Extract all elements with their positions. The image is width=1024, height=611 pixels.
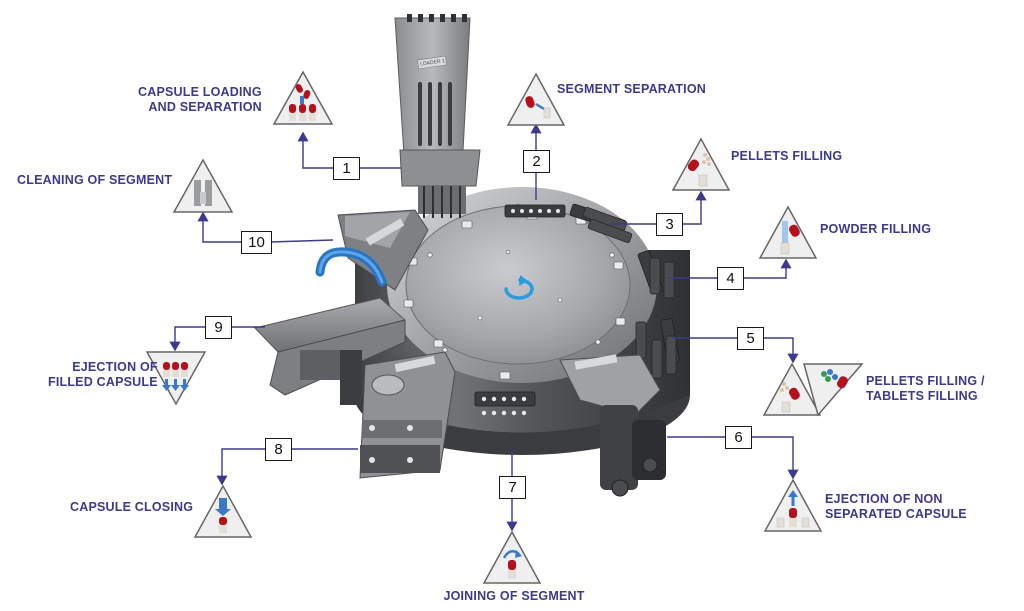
step-number-2: 2 (523, 150, 550, 173)
capsule-loading-icon (272, 70, 334, 125)
pellets-tablets-filling-icon (762, 362, 864, 417)
rotation-icon (504, 278, 534, 300)
step-label-3: PELLETS FILLING (731, 149, 843, 163)
closing-station (359, 351, 456, 479)
step-label-2: SEGMENT SEPARATION (557, 82, 706, 96)
step-number-1: 1 (333, 157, 360, 180)
step-label-6: EJECTION OF NON SEPARATED CAPSULE (825, 492, 967, 521)
ejection-non-separated-icon (763, 478, 823, 532)
step-label-5: PELLETS FILLING / TABLETS FILLING (866, 374, 985, 403)
step-number-10: 10 (241, 231, 272, 254)
step-number-5: 5 (737, 327, 764, 350)
ejection-filled-capsule-icon (145, 351, 207, 406)
step-number-9: 9 (205, 316, 232, 339)
step-number-6: 6 (725, 426, 752, 449)
step-number-8: 8 (265, 438, 292, 461)
svg-text:LOADER 1: LOADER 1 (420, 58, 446, 67)
powder-filling-icon (758, 205, 818, 259)
step-number-7: 7 (499, 476, 526, 499)
step-label-7: JOINING OF SEGMENT (443, 589, 585, 603)
pellets-filling-icon (671, 137, 731, 191)
step-label-1: CAPSULE LOADING AND SEPARATION (138, 85, 262, 114)
step-label-4: POWDER FILLING (820, 222, 932, 236)
capsule-closing-icon (193, 484, 253, 538)
segment-separation-icon (506, 72, 566, 126)
cleaning-segment-icon (172, 158, 234, 213)
step-label-9: EJECTION OF FILLED CAPSULE (48, 360, 158, 389)
step-label-8: CAPSULE CLOSING (70, 500, 194, 514)
joining-segment-icon (482, 530, 542, 584)
loader-magazine: LOADER 1 (394, 14, 481, 218)
step-label-10: CLEANING OF SEGMENT (17, 173, 173, 187)
step-number-4: 4 (717, 267, 744, 290)
ejection-chute (254, 297, 407, 405)
cleaning-station (315, 209, 429, 291)
ejection-station (559, 354, 666, 497)
step-number-3: 3 (656, 213, 683, 236)
